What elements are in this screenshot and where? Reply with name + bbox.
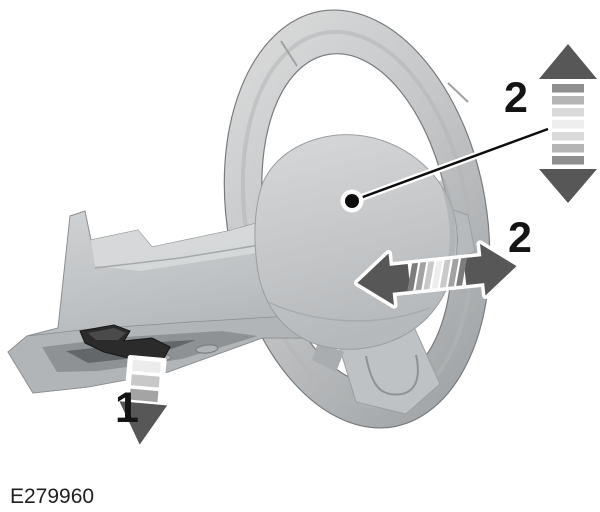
label-step-2-height: 2: [504, 74, 528, 122]
label-step-2-reach: 2: [508, 214, 532, 262]
airbag-cover: [254, 134, 458, 350]
reach-arrow-right-head: [463, 243, 517, 296]
airbag-cover-seam: [267, 301, 431, 322]
stripe: [132, 359, 161, 374]
stripe: [431, 260, 443, 289]
stripe: [439, 259, 451, 288]
stripe: [423, 261, 435, 290]
callout-dot: [345, 194, 359, 208]
rim-seam: [447, 82, 469, 103]
figure-code: E279960: [10, 485, 94, 508]
stripe: [552, 144, 584, 153]
stripe: [552, 96, 584, 105]
stripe: [130, 374, 160, 388]
callout-line: [351, 127, 549, 203]
stripe: [552, 132, 584, 141]
label-step-1-lever: 1: [115, 384, 139, 432]
down-arrow-head: [119, 401, 168, 445]
stripe: [456, 257, 467, 287]
bottom-spoke-groove: [365, 354, 419, 396]
down-arrow-head: [539, 169, 597, 203]
stripe: [129, 388, 159, 403]
lever-highlight: [88, 328, 126, 340]
tilt-release-lever: [79, 324, 171, 363]
spoke-shadow-wedge: [312, 342, 344, 372]
stripe: [552, 84, 584, 93]
down-arrow-icon: [115, 355, 172, 449]
stripe: [407, 262, 419, 292]
reach-arrow-stripes: [407, 257, 467, 292]
stripe: [552, 108, 584, 117]
stripe: [552, 120, 584, 129]
reach-arrow-left-head: [357, 253, 411, 306]
stripe: [552, 156, 584, 165]
steering-wheel-hub: [254, 134, 476, 415]
stripe: [415, 262, 427, 291]
callout: [340, 125, 552, 213]
shroud-hole: [195, 344, 219, 354]
stripe: [447, 258, 459, 287]
rim-seam: [280, 40, 298, 67]
up-down-arrow-icon: [539, 44, 597, 203]
up-arrow-head: [539, 44, 597, 79]
left-right-arrow-icon: [353, 240, 521, 309]
